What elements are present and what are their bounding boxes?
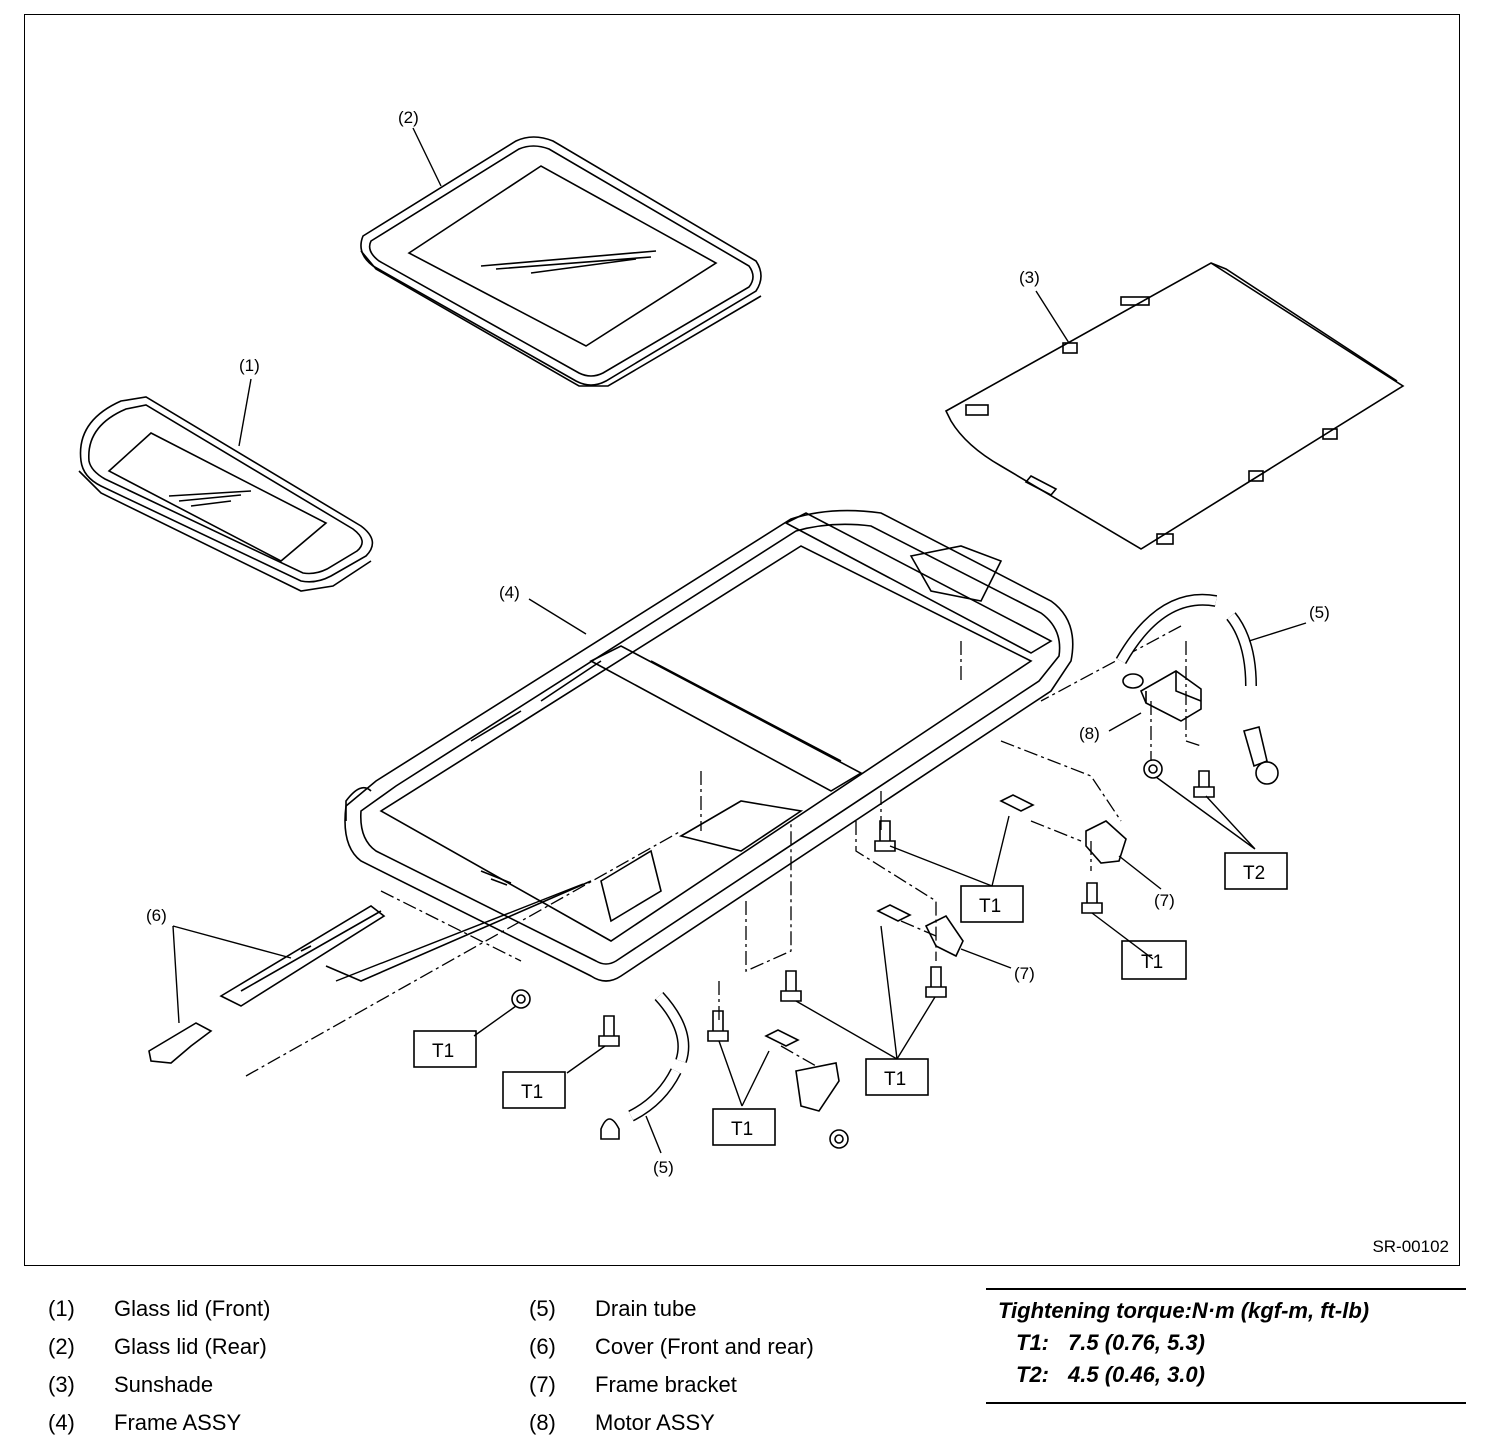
callout-5-bottom: (5): [653, 1158, 674, 1177]
torque-label: T1: [432, 1041, 454, 1062]
legend-num: (5): [529, 1296, 556, 1321]
torque-box-frame: [1121, 940, 1187, 980]
callout-4: (4): [499, 583, 520, 602]
torque-code: T2:: [1016, 1362, 1049, 1387]
torque-label: T1: [979, 896, 1001, 917]
torque-row: T2: 4.5 (0.46, 3.0): [1016, 1362, 1466, 1388]
legend-num: (3): [48, 1372, 75, 1397]
legend-item: (7) Frame bracket: [529, 1366, 814, 1404]
figure-id: SR-00102: [1372, 1237, 1449, 1256]
legend-item: (1) Glass lid (Front): [48, 1290, 270, 1328]
legend-item: (4) Frame ASSY: [48, 1404, 270, 1442]
torque-label: T1: [1141, 952, 1163, 973]
torque-label: T2: [1243, 863, 1265, 884]
callout-3: (3): [1019, 268, 1040, 287]
torque-heading: Tightening torque:N·m (kgf-m, ft-lb): [998, 1298, 1370, 1323]
callout-6: (6): [146, 906, 167, 925]
legend-num: (8): [529, 1410, 556, 1435]
torque-box-frame: [413, 1030, 477, 1068]
torque-box-frame: [865, 1058, 929, 1096]
callout-1: (1): [239, 356, 260, 375]
fastener-bolts: [511, 759, 1215, 1149]
glass-lid-rear-part: [360, 136, 762, 387]
legend-num: (1): [48, 1296, 75, 1321]
legend-label: Frame bracket: [595, 1372, 737, 1397]
legend-label: Frame ASSY: [114, 1410, 242, 1435]
callout-5-right: (5): [1309, 603, 1330, 622]
callout-leaders: [172, 127, 1307, 1154]
torque-box-frame: [1224, 852, 1288, 890]
exploded-diagram-frame: (2) (1) (3) (4) (5) (8) (6) (7) (7) (5) …: [24, 14, 1460, 1266]
legend-right: (5)Drain tube (6)Cover (Front and rear) …: [529, 1290, 814, 1442]
legend-label: Sunshade: [114, 1372, 214, 1397]
glass-lid-front-part: [78, 396, 374, 592]
legend-item: (8) Motor ASSY: [529, 1404, 814, 1442]
legend-label: Glass lid (Front): [114, 1296, 271, 1321]
legend-item: (5) Drain tube: [529, 1290, 814, 1328]
torque-label: T1: [521, 1082, 543, 1103]
frame-assy-part: [344, 509, 1074, 982]
legend-label: Cover (Front and rear): [595, 1334, 814, 1359]
torque-box-frame: [960, 885, 1024, 923]
legend-left: (1) Glass lid (Front) (2) Glass lid (Rear)…: [48, 1290, 270, 1442]
drain-tube-part: [600, 593, 1279, 1140]
legend-label: Drain tube: [595, 1296, 697, 1321]
legend-num: (4): [48, 1410, 75, 1435]
callout-7-lower: (7): [1014, 964, 1035, 983]
torque-boxes: [413, 852, 1288, 1146]
legend-num: (2): [48, 1334, 75, 1359]
frame-bracket-part: [795, 820, 1127, 1112]
callout-8: (8): [1079, 724, 1100, 743]
torque-label: T1: [884, 1069, 906, 1090]
torque-row: T1: 7.5 (0.76, 5.3): [1016, 1330, 1466, 1356]
motor-assy-part: [1122, 670, 1202, 722]
legend-item: (3) Sunshade: [48, 1366, 270, 1404]
torque-box-frame: [712, 1108, 776, 1146]
torque-box-frame: [502, 1071, 566, 1109]
torque-value: 7.5 (0.76, 5.3): [1068, 1330, 1205, 1355]
callout-2: (2): [398, 108, 419, 127]
cover-front-rear-part: [148, 880, 592, 1064]
sunroof-exploded-diagram: (2) (1) (3) (4) (5) (8) (6) (7) (7) (5) …: [78, 108, 1405, 1177]
legend-label: Motor ASSY: [595, 1410, 715, 1435]
torque-code: T1:: [1016, 1330, 1049, 1355]
sunshade-part: [944, 262, 1405, 550]
legend-label: Glass lid (Rear): [114, 1334, 267, 1359]
legend-num: (7): [529, 1372, 556, 1397]
torque-value: 4.5 (0.46, 3.0): [1068, 1362, 1205, 1387]
assembly-lines: [245, 625, 1202, 1077]
callout-7-upper: (7): [1154, 891, 1175, 910]
legend-num: (6): [529, 1334, 556, 1359]
legend-item: (2) Glass lid (Rear): [48, 1328, 270, 1366]
torque-label: T1: [731, 1119, 753, 1140]
legend-item: (6) Cover (Front and rear): [529, 1328, 814, 1366]
torque-spec-table: Tightening torque:N·m (kgf-m, ft-lb) T1:…: [986, 1288, 1466, 1404]
